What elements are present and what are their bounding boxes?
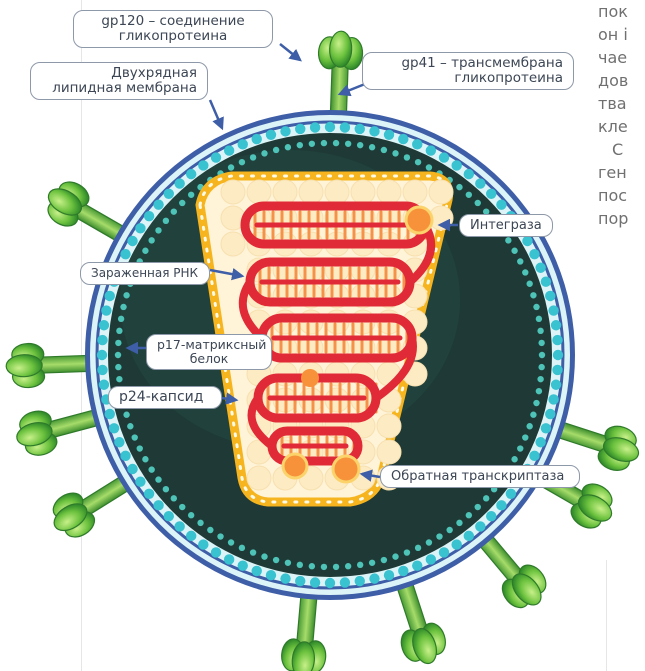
- membrane-pointer: [210, 100, 222, 128]
- rna-loop: [245, 206, 426, 244]
- gp120-label: gp120 – соединение гликопротеина: [73, 10, 273, 48]
- glycoprotein-spike: [280, 590, 331, 671]
- gp120-pointer: [280, 44, 300, 60]
- glycoprotein-spike: [5, 341, 92, 388]
- reverse-transcriptase-enzyme-1: [283, 454, 307, 478]
- lipid-membrane-label: Двухрядная липидная мембрана: [30, 62, 208, 100]
- enzyme-small: [301, 369, 319, 387]
- p24-capsid-label: p24-капсид: [108, 386, 222, 409]
- glycoprotein-spike: [316, 30, 363, 117]
- infected-rna-label: Зараженная РНК: [80, 262, 210, 285]
- p17-matrix-label: p17-матриксный белок: [146, 334, 272, 370]
- reverse-transcriptase-label: Обратная транскриптаза: [380, 465, 580, 488]
- gp41-label: gp41 – трансмембрана гликопротеина: [362, 52, 574, 90]
- cropped-page-text: пок он і чае дов тва кле С ген пос пор: [598, 0, 645, 230]
- reverse-transcriptase-enzyme-2: [333, 456, 359, 482]
- integrase-enzyme: [406, 207, 432, 233]
- integrase-label: Интеграза: [459, 214, 553, 237]
